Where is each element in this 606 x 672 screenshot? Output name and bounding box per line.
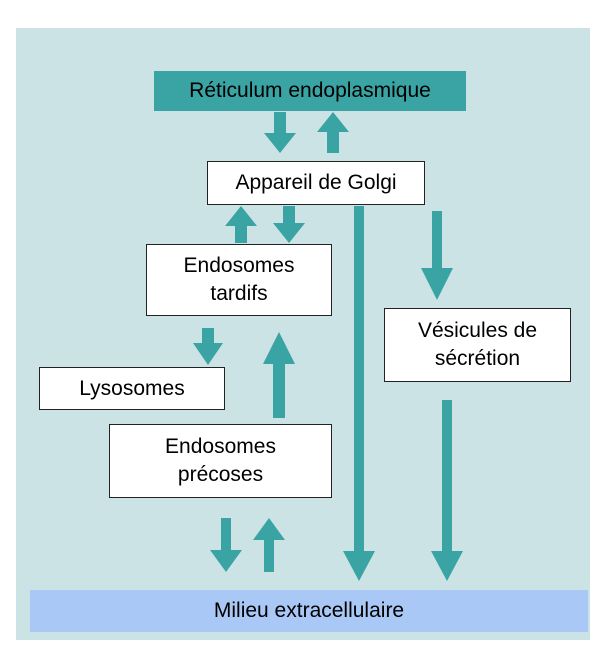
- secretion-vesicles-box: Vésicules de sécrétion: [384, 308, 571, 382]
- arrow-er-to-golgi: [264, 112, 296, 153]
- arrow-golgi-to-late: [273, 206, 305, 243]
- early-endosomes-label: Endosomes précoses: [165, 435, 276, 486]
- late-endosomes-label: Endosomes tardifs: [183, 254, 295, 305]
- arrow-golgi-to-milieu: [343, 206, 375, 581]
- arrow-vesicles-to-milieu: [431, 400, 463, 581]
- arrow-golgi-to-er: [317, 112, 349, 153]
- golgi-label: Appareil de Golgi: [235, 171, 397, 194]
- arrow-early-to-late: [263, 332, 295, 418]
- secretion-vesicles-label: Vésicules de sécrétion: [417, 319, 538, 370]
- arrow-late-to-lysosomes: [193, 328, 223, 365]
- reticulum-label: Réticulum endoplasmique: [189, 79, 431, 102]
- golgi-box: Appareil de Golgi: [207, 161, 425, 205]
- arrow-golgi-to-vesicles: [421, 211, 453, 300]
- early-endosomes-box: Endosomes précoses: [109, 424, 332, 498]
- lysosomes-box: Lysosomes: [39, 367, 225, 410]
- reticulum-endoplasmique-box: Réticulum endoplasmique: [154, 71, 466, 111]
- late-endosomes-box: Endosomes tardifs: [146, 244, 332, 316]
- milieu-extracellulaire-box: Milieu extracellulaire: [30, 590, 588, 632]
- arrow-milieu-to-early: [253, 518, 285, 572]
- arrow-late-to-golgi: [225, 206, 257, 243]
- lysosomes-label: Lysosomes: [79, 376, 185, 400]
- arrow-early-to-milieu: [210, 518, 242, 572]
- milieu-label: Milieu extracellulaire: [213, 599, 405, 622]
